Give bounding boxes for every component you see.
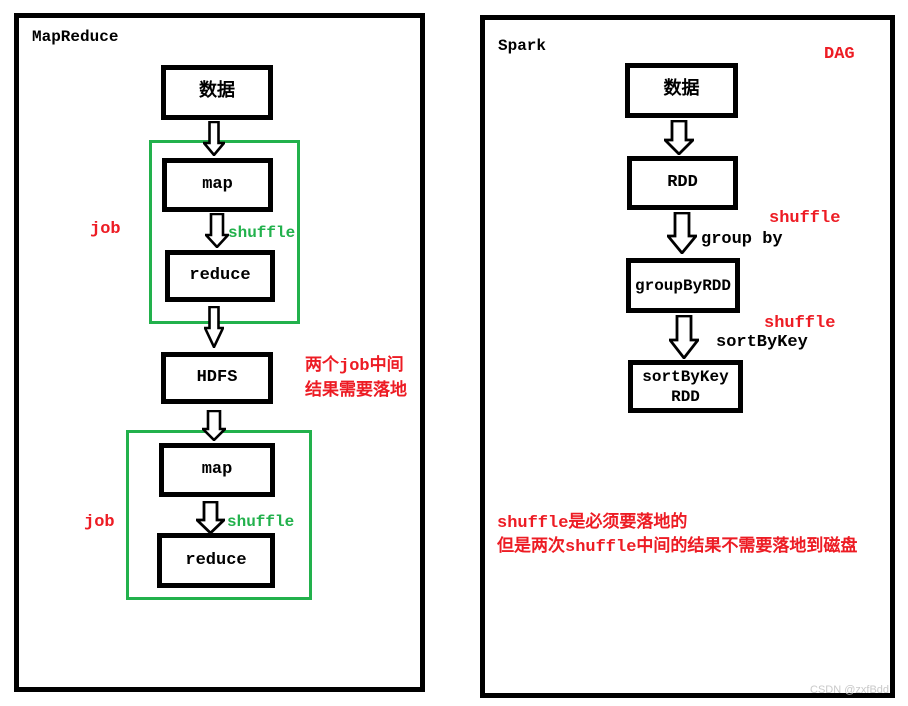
dag-label: DAG: [824, 45, 855, 64]
flow-arrow-icon: [203, 121, 225, 156]
spark-panel: [480, 15, 895, 698]
node-data-left-label: 数据: [199, 82, 235, 103]
node-map-1-label: map: [202, 175, 233, 195]
spark-panel-title: Spark: [498, 37, 547, 55]
node-group-by-rdd: groupByRDD: [626, 258, 740, 313]
shuffle-label-2: shuffle: [227, 513, 295, 531]
flow-arrow-icon: [667, 212, 697, 254]
node-map-1: map: [162, 158, 273, 212]
shuffle-label-right-2: shuffle: [764, 314, 836, 333]
job-label-1: job: [90, 220, 121, 239]
node-data-right: 数据: [625, 63, 738, 118]
job-label-2: job: [84, 513, 115, 532]
shuffle-label-1: shuffle: [228, 224, 296, 242]
node-rdd-label: RDD: [667, 173, 698, 193]
flow-arrow-icon: [202, 410, 226, 441]
node-reduce-1: reduce: [165, 250, 275, 302]
mapreduce-note-line2: 结果需要落地: [305, 382, 407, 401]
node-sort-by-key-rdd-line1: sortByKey: [642, 367, 729, 386]
node-map-2-label: map: [201, 460, 233, 480]
node-data-right-label: 数据: [663, 80, 700, 101]
sort-by-key-label: sortByKey: [716, 333, 808, 352]
watermark: CSDN @zxfBdd: [810, 684, 890, 696]
node-sort-by-key-rdd: sortByKey RDD: [628, 360, 743, 413]
job-group-1: [149, 140, 300, 324]
node-sort-by-key-rdd-line2: RDD: [671, 387, 700, 406]
shuffle-label-right-1: shuffle: [769, 209, 841, 228]
node-reduce-2: reduce: [157, 533, 275, 588]
spark-note-line2: 但是两次shuffle中间的结果不需要落地到磁盘: [497, 538, 858, 557]
flow-arrow-icon: [205, 213, 229, 248]
node-hdfs: HDFS: [161, 352, 273, 404]
node-reduce-1-label: reduce: [189, 266, 251, 286]
node-hdfs-label: HDFS: [196, 368, 238, 388]
node-rdd: RDD: [627, 156, 738, 210]
flow-arrow-icon: [664, 120, 694, 155]
mapreduce-panel-title: MapReduce: [32, 28, 119, 46]
spark-note-line1: shuffle是必须要落地的: [497, 514, 688, 533]
node-group-by-rdd-label: groupByRDD: [634, 276, 731, 295]
node-data-left: 数据: [161, 65, 273, 120]
flow-arrow-icon: [669, 315, 699, 359]
flow-arrow-icon: [196, 501, 225, 534]
node-reduce-2-label: reduce: [185, 550, 247, 570]
flow-arrow-icon: [204, 306, 224, 348]
node-map-2: map: [159, 443, 275, 497]
group-by-label: group by: [701, 230, 783, 249]
mapreduce-note-line1: 两个job中间: [305, 357, 404, 376]
